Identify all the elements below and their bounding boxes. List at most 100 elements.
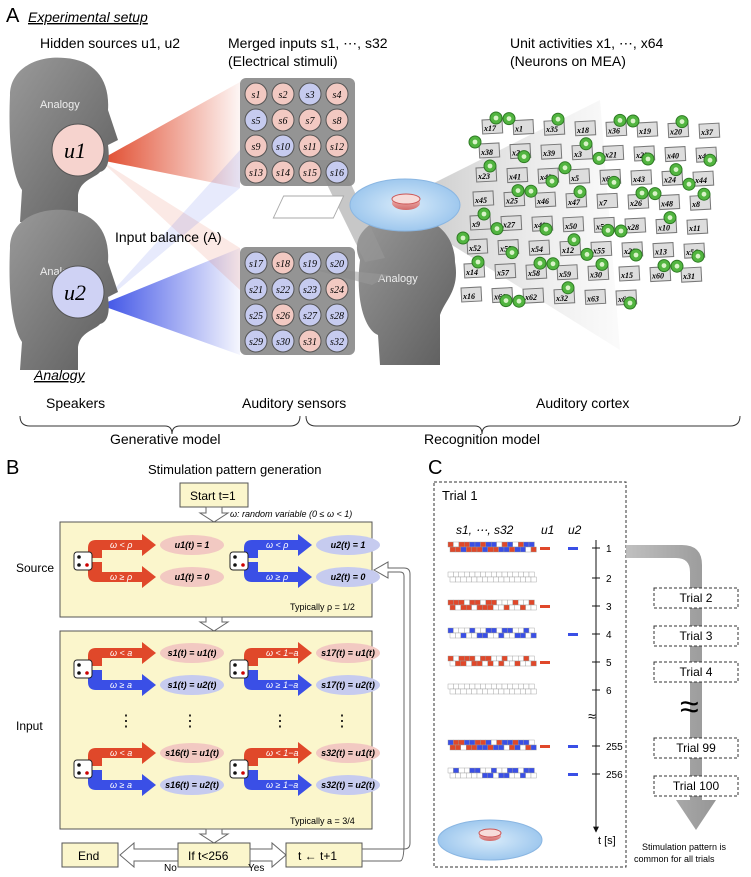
raster-cell: [520, 688, 526, 695]
raster-cell: [460, 604, 467, 611]
raster-cell: [460, 660, 467, 667]
raster-cell: [491, 739, 497, 746]
branch-arrow-up: [244, 642, 312, 666]
raster-cell: [525, 576, 532, 583]
dice-pip: [241, 771, 245, 775]
branch-down-label: ω ≥ ρ: [110, 572, 132, 582]
time-tick-label: 256: [606, 770, 623, 781]
raster-cell: [474, 541, 481, 548]
neuron-nucleus: [661, 263, 667, 268]
input-cell-label: s30: [276, 337, 290, 348]
raster-cell: [482, 660, 488, 667]
raster-cell: [514, 632, 521, 639]
source-label: Source: [16, 561, 54, 575]
raster-cell: [449, 604, 456, 611]
raster-cell: [447, 655, 454, 662]
raster-cell: [471, 546, 478, 553]
raster-cell: [469, 767, 476, 774]
raster-cell: [466, 772, 472, 779]
raster-cell: [485, 739, 492, 746]
raster-cell: [530, 576, 537, 583]
neuron-label: x4: [697, 152, 706, 161]
neuron-chip: [590, 240, 613, 257]
raster-cell: [476, 772, 483, 779]
neuron-label: x62: [524, 293, 537, 302]
neuron-chip: [618, 265, 641, 282]
input-cell: [271, 134, 295, 158]
branch-arrow-up: [244, 742, 312, 766]
neuron-label: x25: [505, 197, 518, 206]
neuron-label: x23: [477, 172, 490, 181]
neuron-nucleus: [599, 262, 605, 267]
raster-cell: [503, 546, 510, 553]
raster-cell: [480, 739, 486, 746]
raster-cell: [501, 739, 508, 746]
branch-down-label: ω ≥ 1−a: [266, 680, 298, 690]
neuron-nucleus: [667, 215, 673, 221]
outcome-label: s16(t) = u1(t): [165, 748, 219, 758]
source-blocks: ω < ρω ≥ ρu1(t) = 1u1(t) = 0ω < ρω ≥ ρu2…: [73, 534, 380, 588]
raster-cell: [455, 688, 461, 695]
raster-cell: [487, 660, 494, 667]
input-cell-label: s27: [303, 311, 318, 322]
input-cell-label: s9: [252, 142, 261, 153]
neuron-label: x61: [493, 293, 506, 302]
branch-arrow-up: [88, 534, 156, 558]
outcome-ellipse: [160, 775, 224, 795]
raster-cell: [471, 604, 478, 611]
raster-cell: [530, 688, 537, 695]
neuron-label: x38: [480, 148, 493, 157]
neuron-chip: [574, 120, 597, 137]
input-cell: [325, 160, 349, 184]
input-cell-label: s10: [276, 142, 290, 153]
raster-cell: [453, 767, 459, 774]
neuron-chip: [630, 169, 653, 186]
neuron-label: x59: [558, 270, 571, 279]
outcome-label: s17(t) = u2(t): [321, 680, 375, 690]
raster-cell: [528, 627, 535, 634]
branch-arrow-down: [88, 770, 156, 796]
neuron-nucleus: [701, 191, 707, 197]
raster-cell: [471, 660, 478, 667]
mea-chip: [272, 195, 345, 219]
neuron-label: x9: [471, 220, 480, 229]
branch-up-label: ω < a: [110, 748, 132, 758]
raster-cell: [507, 599, 513, 606]
if-label: If t<256: [188, 849, 229, 863]
branch-down-label: ω ≥ a: [110, 680, 132, 690]
panel-b-letter: B: [6, 457, 19, 479]
generative-model-label: Generative model: [110, 431, 221, 447]
neuron-label: x60: [651, 272, 664, 281]
neuron-label: x39: [542, 149, 555, 158]
input-cell: [271, 160, 295, 184]
neuron-label: x14: [465, 268, 478, 277]
raster-cell: [498, 632, 505, 639]
raster-cell: [518, 599, 524, 606]
dice-icon: [73, 551, 93, 571]
outcome-ellipse: [316, 743, 380, 763]
raster-cell: [466, 576, 472, 583]
raster-cell: [476, 576, 483, 583]
neuron-chip: [522, 287, 545, 304]
neuron-nucleus: [652, 191, 658, 197]
neuron-chip: [466, 238, 489, 255]
raster-cell: [480, 655, 486, 662]
neuron-nucleus: [515, 188, 521, 194]
u2-label: u2: [64, 280, 86, 305]
neuron-label: x1: [514, 125, 523, 134]
u1-mark: [540, 605, 550, 608]
raster-cell: [480, 627, 486, 634]
time-tick-label: 3: [606, 602, 612, 613]
neuron-chip: [512, 119, 535, 136]
neuron-label: x6: [601, 174, 610, 183]
start-label: Start t=1: [190, 489, 236, 503]
raster-cell: [496, 571, 503, 578]
t-axis-label: t [s]: [598, 835, 616, 847]
neuron-label: x48: [660, 200, 673, 209]
raster-cell: [493, 772, 499, 779]
input-cell-label: s25: [249, 311, 263, 322]
raster-cell: [453, 655, 459, 662]
raster-cell: [447, 541, 454, 548]
neuron-chip: [556, 264, 579, 281]
raster-cell: [474, 571, 481, 578]
